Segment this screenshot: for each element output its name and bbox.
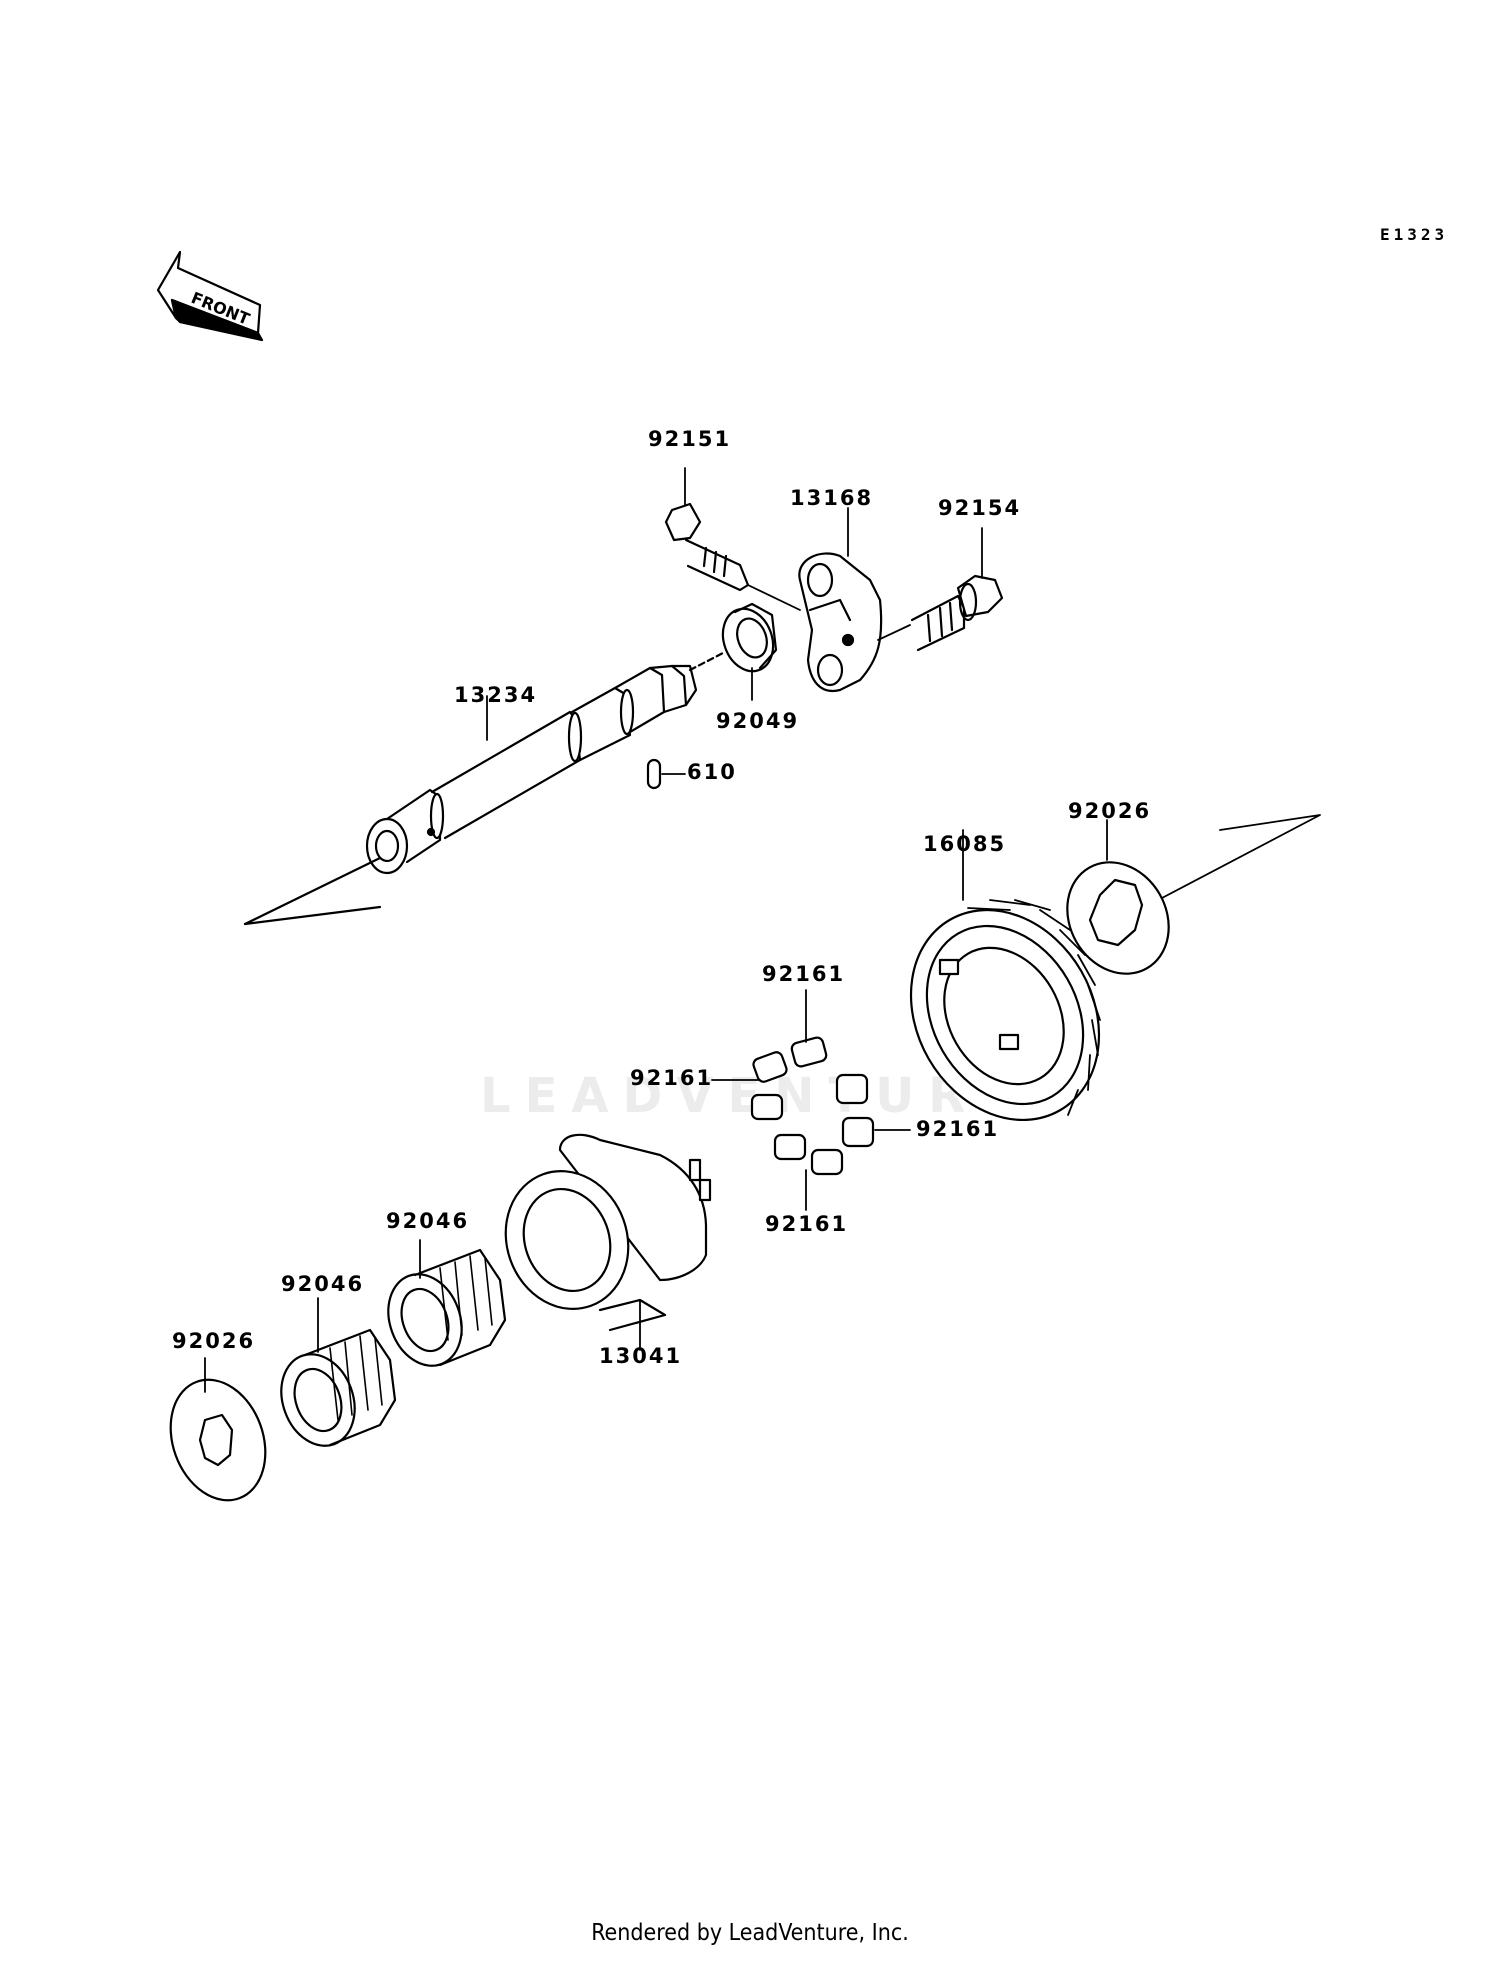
part-label-92026-bottom[interactable]: 92026 bbox=[172, 1329, 256, 1353]
part-label-13234[interactable]: 13234 bbox=[454, 683, 538, 707]
part-label-92154[interactable]: 92154 bbox=[938, 496, 1022, 520]
part-label-92151[interactable]: 92151 bbox=[648, 427, 732, 451]
part-label-92161-c[interactable]: 92161 bbox=[916, 1117, 1000, 1141]
part-label-16085[interactable]: 16085 bbox=[923, 832, 1007, 856]
axis-line-left bbox=[243, 905, 382, 926]
pin-610 bbox=[646, 758, 686, 790]
part-label-92161-a[interactable]: 92161 bbox=[762, 962, 846, 986]
watermark: LEADVENTURE bbox=[480, 1068, 1026, 1124]
part-label-610[interactable]: 610 bbox=[687, 760, 737, 784]
damper-rubbers-92161 bbox=[711, 989, 911, 1211]
diagram-code: E1323 bbox=[1380, 225, 1449, 244]
front-arrow-icon: FRONT bbox=[156, 250, 264, 342]
gear-16085 bbox=[909, 829, 1101, 1122]
part-label-92046-a[interactable]: 92046 bbox=[281, 1272, 365, 1296]
hub-13041 bbox=[504, 1133, 712, 1351]
part-label-92026-top[interactable]: 92026 bbox=[1068, 799, 1152, 823]
bolt-92151 bbox=[664, 467, 801, 611]
needle-bearing-92046-b bbox=[387, 1239, 507, 1367]
part-label-92161-b[interactable]: 92161 bbox=[630, 1066, 714, 1090]
washer-92026-bottom bbox=[169, 1357, 267, 1502]
part-label-92046-b[interactable]: 92046 bbox=[386, 1209, 470, 1233]
washer-92026-top bbox=[1066, 814, 1321, 975]
oil-seal-92049 bbox=[688, 602, 778, 701]
footer-credit: Rendered by LeadVenture, Inc. bbox=[591, 1920, 909, 1946]
needle-bearing-92046-a bbox=[280, 1297, 397, 1447]
part-label-13041[interactable]: 13041 bbox=[599, 1344, 683, 1368]
part-label-92049[interactable]: 92049 bbox=[716, 709, 800, 733]
part-label-13168[interactable]: 13168 bbox=[790, 486, 874, 510]
lever-13168 bbox=[798, 507, 883, 693]
part-label-92161-d[interactable]: 92161 bbox=[765, 1212, 849, 1236]
bolt-92154 bbox=[877, 527, 1004, 652]
